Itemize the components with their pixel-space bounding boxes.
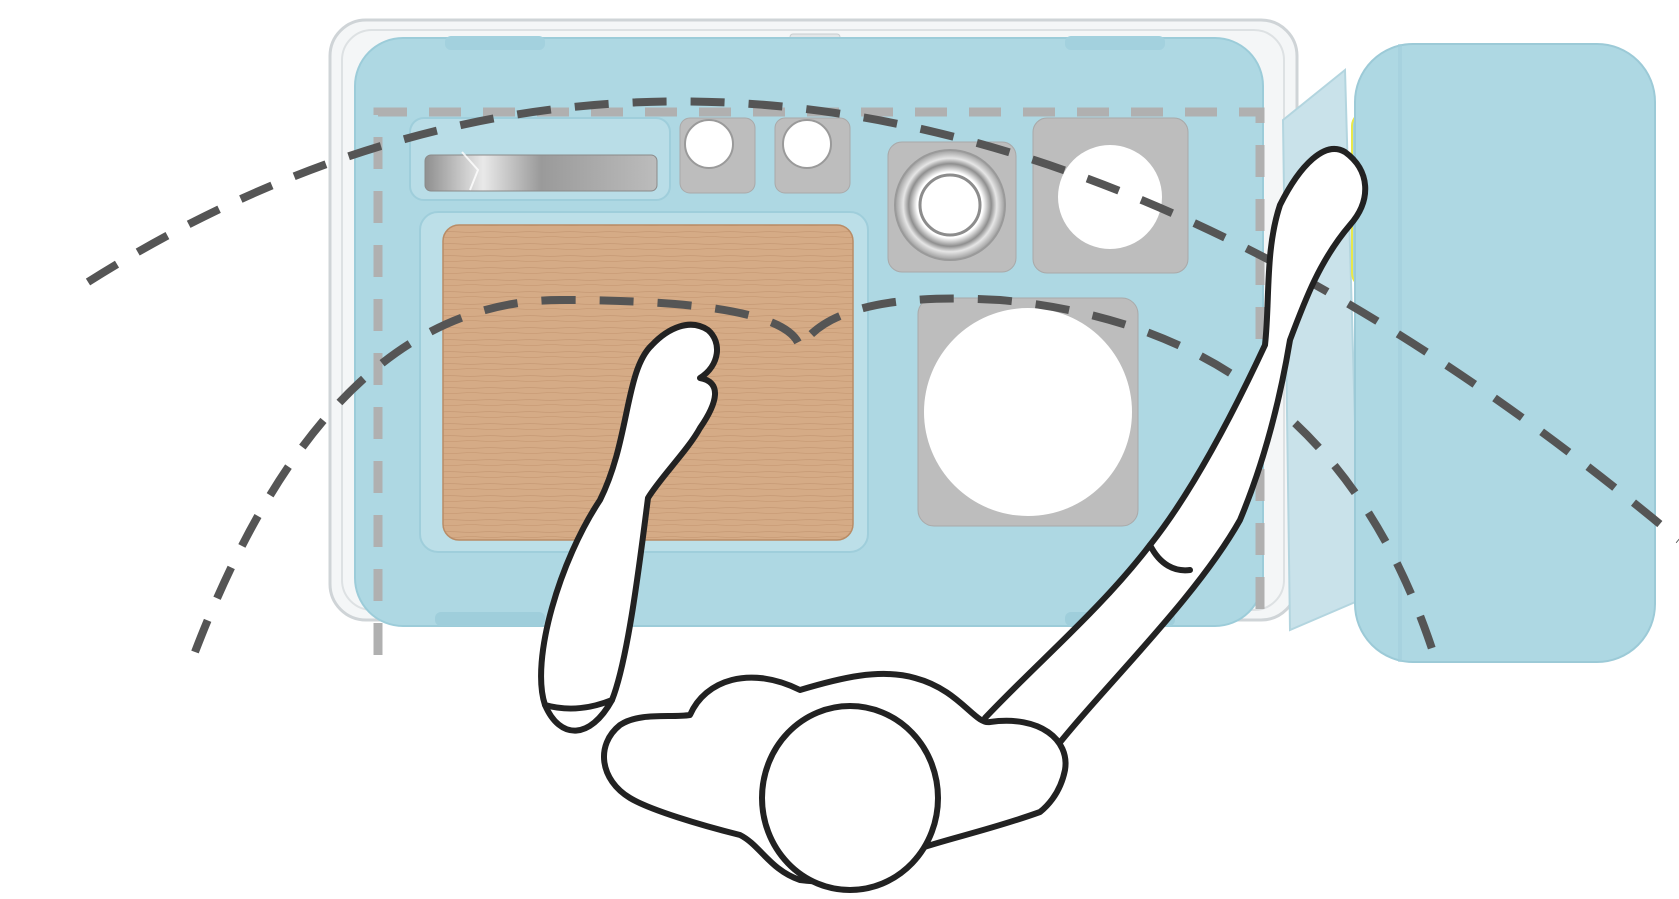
tray-tab-top-right: [1065, 36, 1165, 50]
left-arm: [538, 321, 721, 734]
top-view-person-icon: [538, 146, 1369, 893]
small-cup-2: [774, 117, 851, 194]
right-arm: [982, 146, 1369, 765]
tray-tab-top-left: [445, 36, 545, 50]
round-cup-lower: [917, 297, 1139, 527]
workstation-tray: [354, 36, 1264, 627]
ring-cup: [887, 141, 1017, 273]
tool-holder: [409, 117, 671, 201]
small-cup-1: [679, 117, 756, 194]
side-module-body: [1354, 43, 1656, 663]
tray-tab-bottom-left: [435, 612, 545, 626]
head: [759, 703, 941, 893]
metal-tool: [424, 154, 658, 192]
maximum-reach-arc: [85, 97, 1679, 544]
round-cup-upper: [1032, 117, 1189, 274]
side-module: [1281, 43, 1656, 663]
